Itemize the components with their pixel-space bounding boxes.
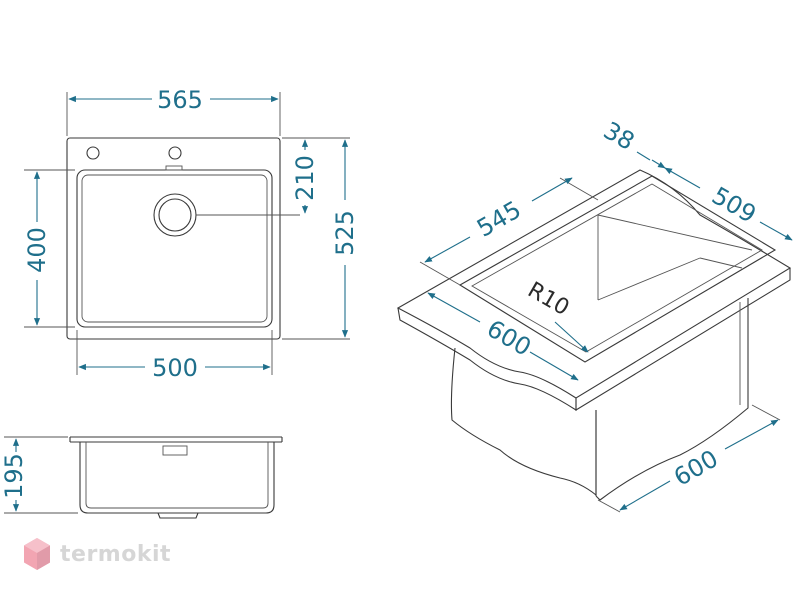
countertop-top: [396, 169, 792, 399]
bowl-inner-outline: [81, 174, 268, 323]
dimension-iso-509: 509: [664, 167, 793, 241]
side-drain-outlet: [157, 512, 199, 519]
bowl-interior-edges: [597, 215, 743, 301]
dim-label-545: 545: [472, 195, 526, 242]
dim-label-38: 38: [599, 116, 639, 156]
dim-label-210: 210: [291, 155, 319, 201]
dim-label-600-cabinet: 600: [669, 444, 723, 491]
dimension-top-to-drain: 210: [291, 139, 319, 214]
drain-inner: [158, 198, 192, 232]
dimension-top-depth: 525: [331, 139, 359, 338]
countertop-side-edge: [575, 268, 791, 411]
brand-watermark: termokit: [22, 532, 171, 576]
overflow-slot: [165, 165, 183, 171]
cabinet-right-wave: [595, 298, 749, 501]
dim-label-525: 525: [331, 210, 359, 256]
dim-label-r10: R10: [523, 278, 573, 321]
tap-hole-left: [86, 146, 100, 160]
side-overflow: [162, 445, 188, 456]
isometric-view: [396, 169, 792, 513]
extension-line: [597, 499, 621, 513]
dimension-bowl-depth: 195: [0, 438, 28, 512]
extension-line: [419, 261, 461, 286]
side-bowl-outline: [79, 442, 275, 514]
side-view: [4, 436, 283, 519]
tap-hole-right: [168, 146, 182, 160]
dim-label-600-front: 600: [482, 314, 536, 361]
dim-label-500: 500: [152, 354, 198, 382]
brand-name: termokit: [60, 541, 172, 567]
dim-label-195: 195: [0, 453, 28, 499]
drain-outer: [153, 193, 197, 237]
dimension-iso-600-cabinet: 600: [619, 419, 779, 511]
side-bowl-inner: [85, 442, 269, 509]
bowl-interior-back: [597, 214, 753, 251]
dimension-iso-545: 545: [424, 177, 573, 263]
dim-label-400: 400: [23, 227, 51, 273]
dimension-bowl-height: 400: [23, 171, 51, 326]
dimension-bowl-width: 500: [78, 354, 271, 382]
dimension-top-width: 565: [68, 86, 279, 114]
sink-rim: [458, 175, 777, 363]
top-view: [24, 92, 350, 375]
countertop-front-edge: [397, 307, 577, 412]
sink-outer-outline: [66, 137, 281, 340]
extension-line: [751, 404, 781, 421]
dimension-iso-38: 38: [599, 116, 666, 169]
sink-rim-inner: [471, 183, 763, 353]
dim-label-565: 565: [157, 86, 203, 114]
termokit-logo-icon: [24, 538, 50, 570]
cabinet-left-wave: [450, 347, 597, 497]
